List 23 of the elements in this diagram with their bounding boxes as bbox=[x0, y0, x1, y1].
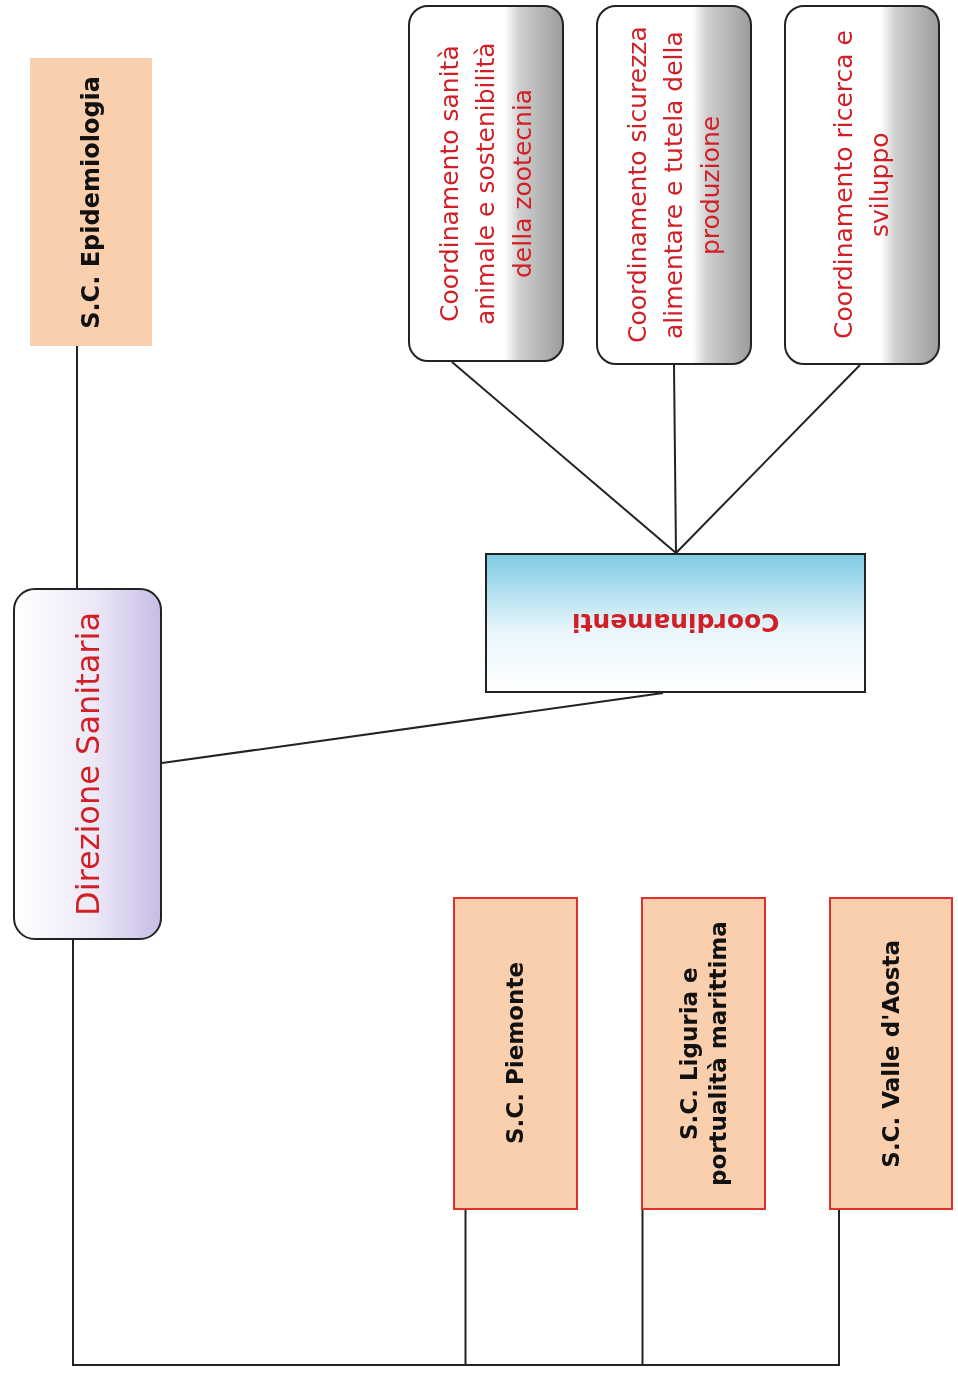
node-label: S.C. Liguria e portualità marittima bbox=[674, 920, 732, 1188]
node-label: Coordinamento sicurezza alimentare e tutela della produzione bbox=[621, 25, 726, 346]
node-label: Direzione Sanitaria bbox=[67, 612, 108, 916]
coordination-box bbox=[485, 553, 866, 693]
coordination-box bbox=[596, 5, 752, 365]
connector-line bbox=[675, 364, 861, 554]
unit-box bbox=[829, 897, 953, 1210]
node-label: Coordinamenti bbox=[571, 607, 780, 639]
coordination-box bbox=[784, 5, 940, 365]
connector-line bbox=[673, 364, 677, 554]
node-label: S.C. Valle d'Aosta bbox=[876, 939, 905, 1168]
connector-line bbox=[161, 692, 664, 764]
connector-line bbox=[76, 345, 78, 589]
unit-box bbox=[453, 897, 578, 1210]
unit-box bbox=[30, 58, 152, 346]
coordination-box bbox=[408, 5, 564, 362]
connector-line bbox=[451, 361, 677, 554]
node-label: Coordinamento sanità animale e sostenibilità della zootecnia bbox=[433, 41, 538, 327]
node-label: S.C. Piemonte bbox=[501, 962, 530, 1145]
unit-box bbox=[641, 897, 766, 1210]
node-label: Coordinamento ricerca e sviluppo bbox=[827, 29, 895, 342]
direction-box bbox=[13, 588, 162, 940]
node-label: S.C. Epidemiologia bbox=[76, 75, 106, 329]
